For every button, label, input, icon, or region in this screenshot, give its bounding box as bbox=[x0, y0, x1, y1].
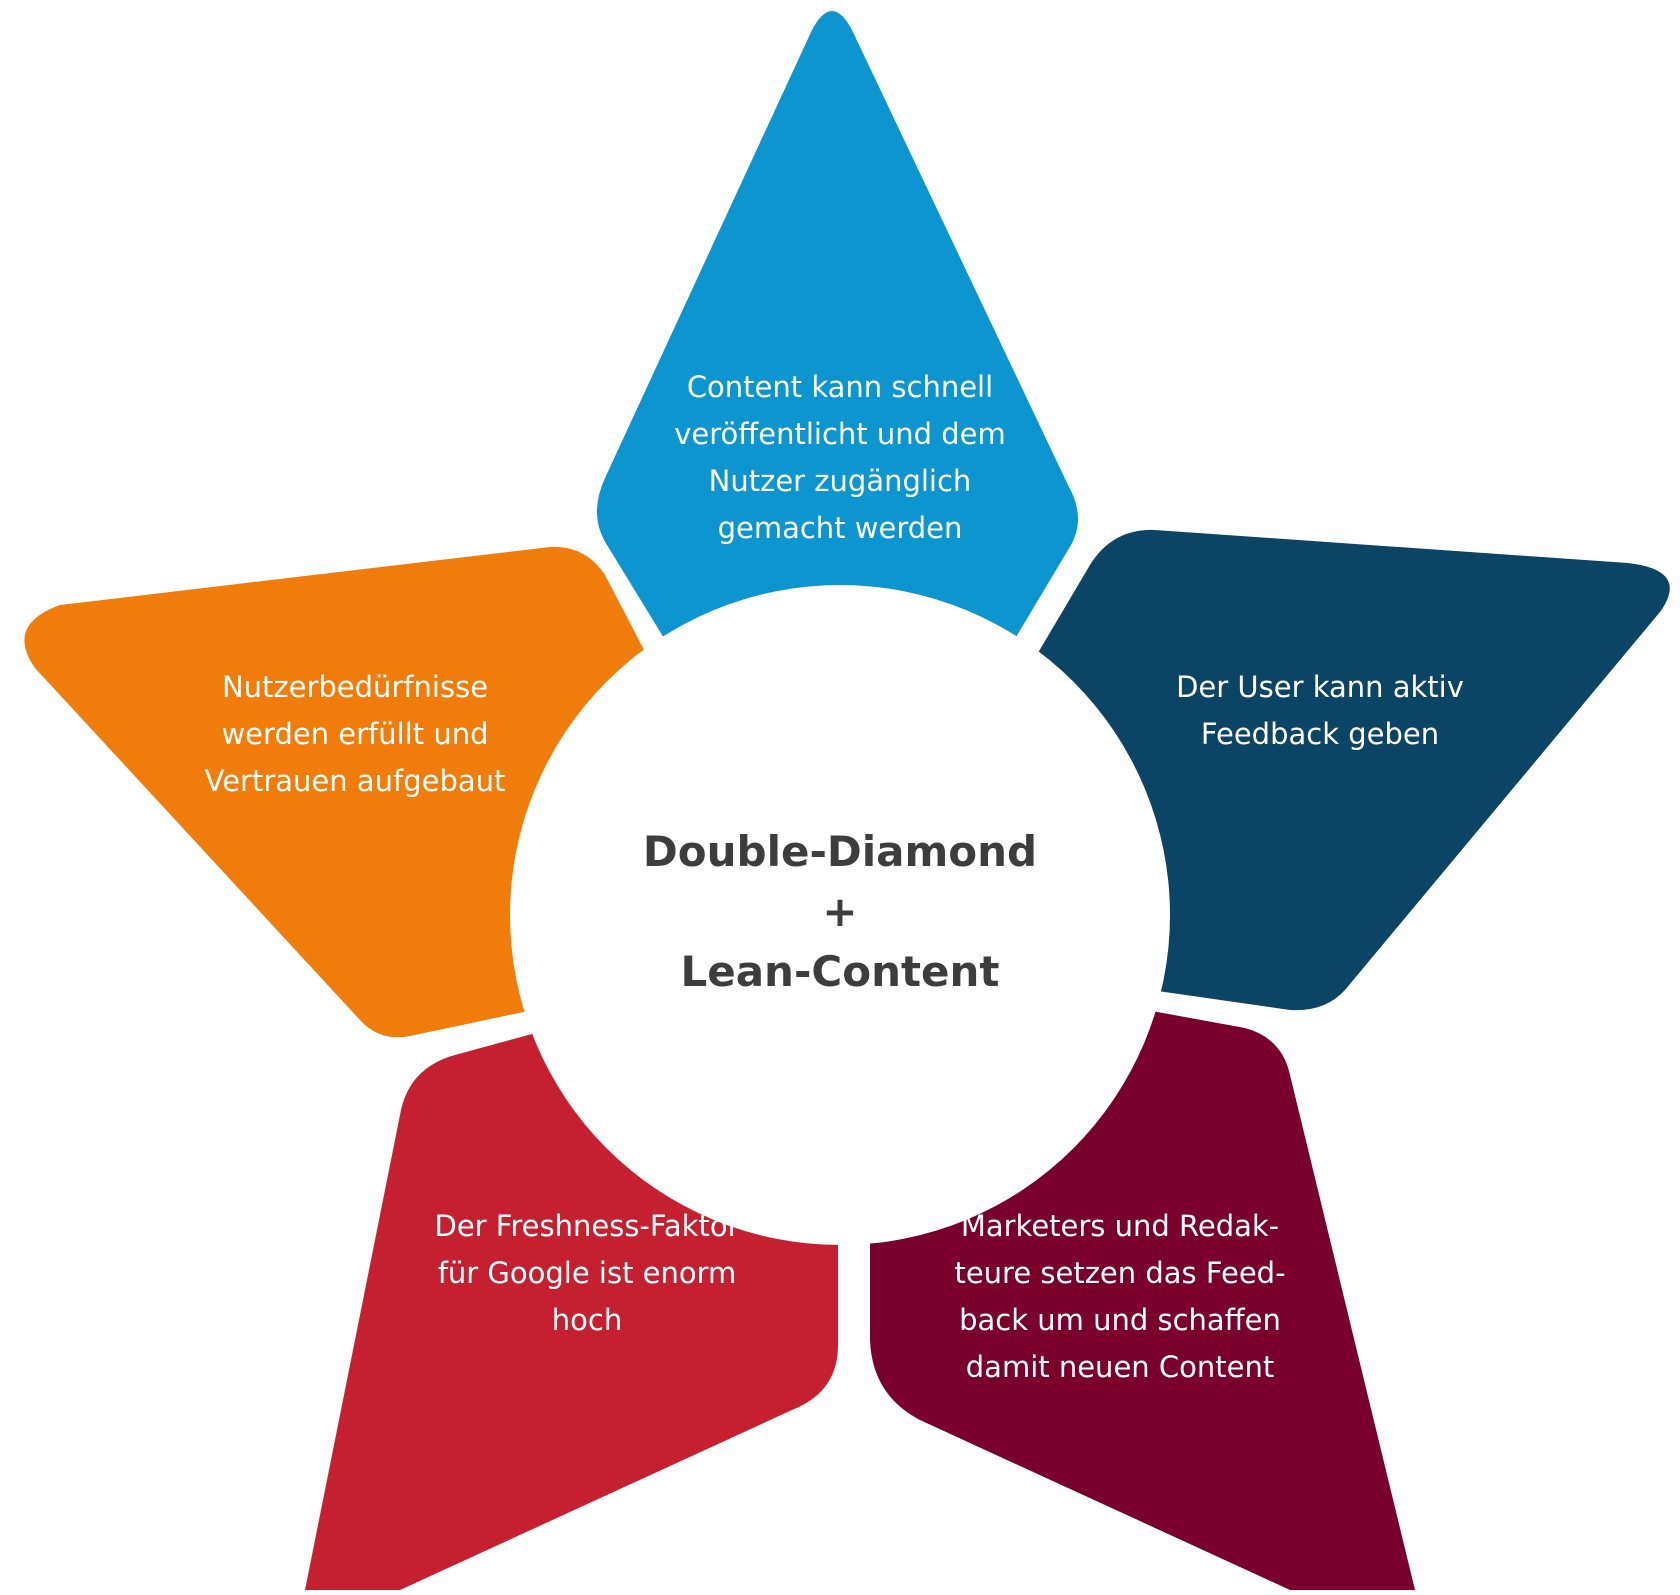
petal-right-line: Feedback geben bbox=[1200, 717, 1440, 751]
petal-bottom-right-text: Marketers und Redak- teure setzen das Fe… bbox=[930, 1203, 1310, 1391]
petal-left-line: Vertrauen aufgebaut bbox=[204, 764, 506, 798]
petal-top-line: Content kann schnell bbox=[686, 370, 994, 404]
petal-bottom-left-line: hoch bbox=[551, 1303, 623, 1337]
center-title-line: Double-Diamond bbox=[642, 827, 1038, 876]
petal-bottom-right-line: damit neuen Content bbox=[965, 1350, 1275, 1384]
petal-top-line: gemacht werden bbox=[717, 511, 963, 545]
petal-left-line: werden erfüllt und bbox=[221, 717, 489, 751]
petal-right-shape bbox=[1016, 529, 1670, 1011]
petal-bottom-left-text: Der Freshness-Faktor für Google ist enor… bbox=[407, 1203, 767, 1344]
petal-bottom-right-line: Marketers und Redak- bbox=[960, 1209, 1280, 1243]
petal-left-text: Nutzerbedürfnisse werden erfüllt und Ver… bbox=[175, 664, 535, 805]
petal-left-shape bbox=[24, 546, 666, 1038]
petal-right-text: Der User kann aktiv Feedback geben bbox=[1140, 664, 1500, 758]
petal-bottom-right-line: back um und schaffen bbox=[959, 1303, 1281, 1337]
petal-right-line: Der User kann aktiv bbox=[1176, 670, 1464, 704]
center-title-plus: + bbox=[822, 887, 858, 936]
petal-bottom-right-line: teure setzen das Feed- bbox=[954, 1256, 1286, 1290]
center-circle bbox=[555, 630, 1125, 1200]
petal-left-line: Nutzerbedürfnisse bbox=[221, 670, 489, 704]
petal-top-shape bbox=[596, 11, 1078, 674]
center-title: Double-Diamond + Lean-Content bbox=[540, 822, 1140, 1002]
center-title-line: Lean-Content bbox=[680, 947, 1000, 996]
petal-top-line: veröffentlicht und dem bbox=[674, 417, 1006, 451]
petal-top-line: Nutzer zugänglich bbox=[708, 464, 972, 498]
petal-bottom-left-line: für Google ist enorm bbox=[437, 1256, 737, 1290]
petal-bottom-left-line: Der Freshness-Faktor bbox=[434, 1209, 740, 1243]
petal-top-text: Content kann schnell veröffentlicht und … bbox=[640, 364, 1040, 552]
